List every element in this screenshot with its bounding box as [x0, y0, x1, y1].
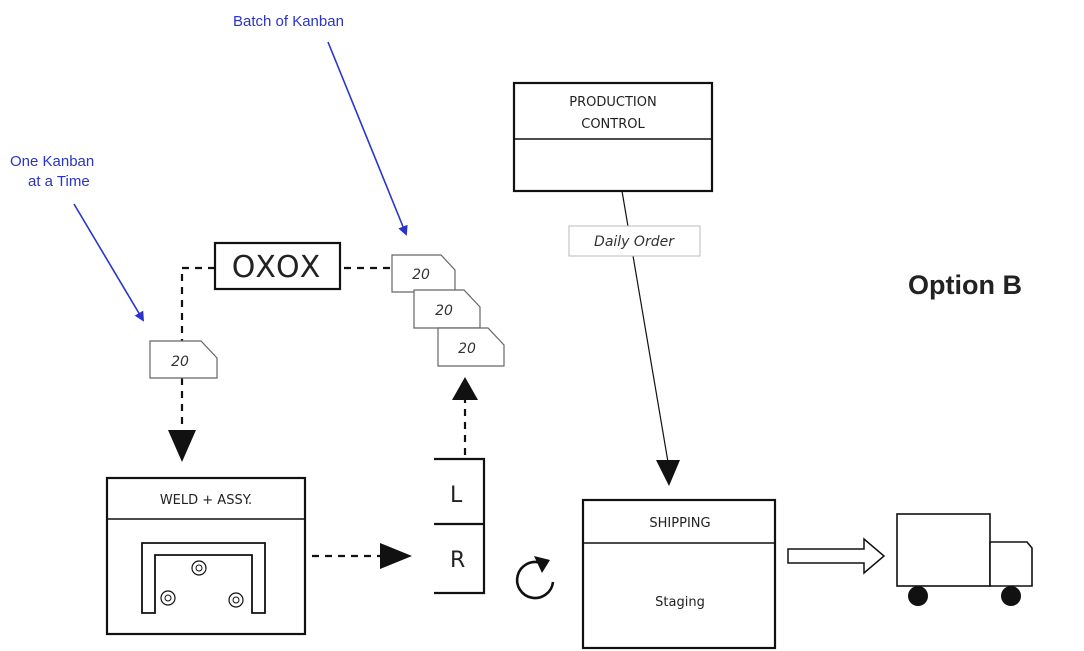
supermarket-icon: L R [434, 459, 484, 593]
shipment-arrow [788, 539, 884, 573]
one-kanban-label: One Kanban [10, 153, 94, 170]
weld-assy-process-box: WELD + ASSY. [107, 478, 305, 634]
truck-icon [897, 514, 1032, 606]
daily-order-label: Daily Order [594, 234, 675, 250]
kanban-card-batch-2-qty: 20 [435, 303, 453, 319]
signal-kanban-label: OXOX [232, 250, 323, 285]
production-control-line1: PRODUCTION [569, 95, 656, 110]
kanban-withdrawal-loop [182, 268, 390, 430]
daily-order-tag: Daily Order [569, 226, 700, 256]
shipping-label: SHIPPING [649, 516, 710, 531]
production-control-line2: CONTROL [581, 117, 645, 132]
batch-annotation-arrow [328, 42, 406, 234]
at-a-time-label: at a Time [28, 173, 90, 190]
batch-of-kanban-label: Batch of Kanban [233, 13, 344, 30]
truck-wheel-front [1001, 586, 1021, 606]
kanban-card-batch-1: 20 [392, 255, 455, 292]
kanban-card-single: 20 [150, 341, 217, 378]
kanban-down-arrowhead [168, 430, 196, 462]
kanban-card-batch-1-qty: 20 [412, 267, 430, 283]
push-arrowhead [380, 543, 412, 569]
kanban-up-arrowhead [452, 377, 478, 400]
shipping-box: SHIPPING Staging [583, 500, 775, 648]
truck-wheel-rear [908, 586, 928, 606]
kanban-card-batch-2: 20 [414, 290, 480, 328]
kanban-card-batch-3-qty: 20 [458, 341, 476, 357]
supermarket-slot-upper: L [450, 483, 464, 508]
production-control-box: PRODUCTION CONTROL [514, 83, 712, 191]
rotation-arrow-icon [517, 556, 553, 598]
supermarket-slot-lower: R [450, 548, 467, 573]
option-label: Option B [908, 270, 1022, 300]
weld-assy-label: WELD + ASSY. [160, 493, 252, 508]
one-kanban-annotation-arrow [74, 204, 143, 320]
info-arrowhead [656, 460, 680, 486]
staging-label: Staging [655, 595, 705, 610]
kanban-card-single-qty: 20 [171, 354, 189, 370]
kanban-card-batch-3: 20 [438, 328, 504, 366]
signal-kanban-box: OXOX [215, 243, 340, 289]
